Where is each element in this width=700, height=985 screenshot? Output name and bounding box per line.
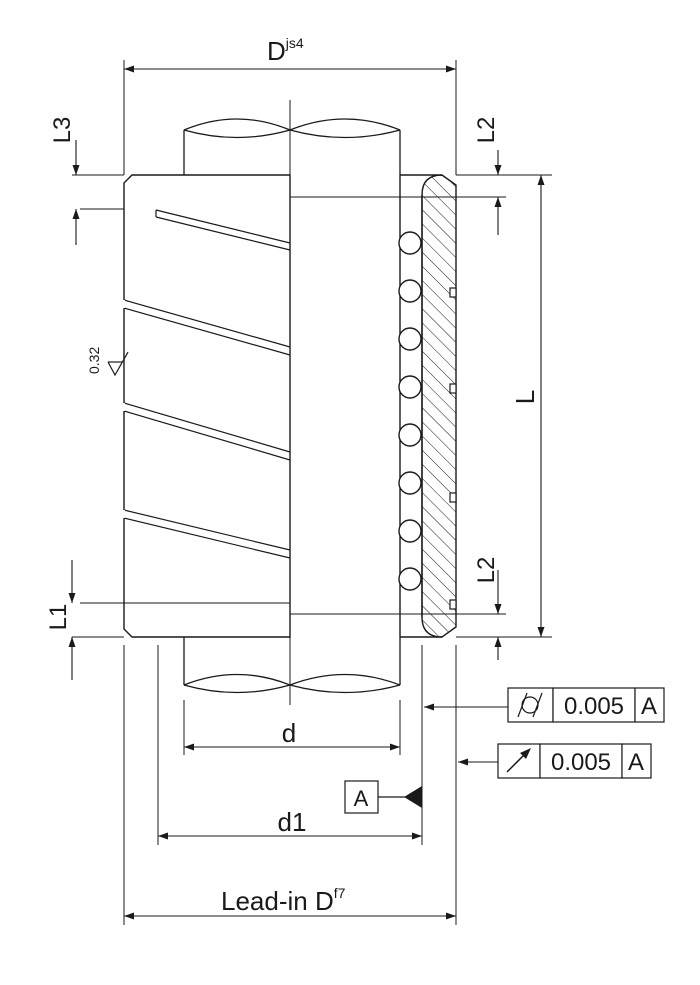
extension-lines bbox=[72, 60, 552, 925]
ball bbox=[398, 231, 422, 255]
datum-feature: A bbox=[344, 780, 422, 814]
tolerance-frame-runout: 0.005 A bbox=[497, 743, 652, 779]
cylindricity-icon bbox=[517, 692, 543, 718]
helical-grooves bbox=[123, 209, 291, 559]
surface-finish-value: 0.32 bbox=[86, 347, 102, 374]
label-d: d bbox=[282, 718, 296, 748]
ball bbox=[398, 423, 422, 447]
datum-triangle-icon bbox=[404, 786, 422, 808]
label-D: Djs4 bbox=[267, 35, 304, 66]
ball bbox=[398, 279, 422, 303]
circular-runout-icon bbox=[506, 748, 531, 773]
label-L1: L1 bbox=[45, 604, 72, 631]
ball bbox=[398, 327, 422, 351]
groove-notches bbox=[449, 287, 457, 610]
label-L2-top: L2 bbox=[473, 117, 500, 144]
dimension-lines bbox=[68, 65, 545, 920]
ball bbox=[398, 567, 422, 591]
label-lead-in: Lead-in Df7 bbox=[221, 885, 346, 916]
ball bbox=[398, 375, 422, 399]
label-d1: d1 bbox=[278, 807, 307, 837]
label-L: L bbox=[510, 390, 540, 404]
bushing-body bbox=[80, 174, 420, 638]
tolerance-datum: A bbox=[641, 693, 657, 720]
ball bbox=[398, 471, 422, 495]
label-L3: L3 bbox=[49, 117, 76, 144]
tolerance-value: 0.005 bbox=[551, 749, 611, 776]
bushing-wall-section bbox=[399, 174, 457, 638]
surface-finish-symbol: 0.32 bbox=[86, 347, 129, 377]
dimension-labels: Djs4 L3 L2 L2 L1 L d d1 Lead-in Df7 bbox=[45, 35, 540, 916]
datum-label: A bbox=[354, 786, 369, 811]
label-L2-bottom: L2 bbox=[473, 557, 500, 584]
ball-row bbox=[398, 231, 422, 591]
tolerance-frame-cylindricity: 0.005 A bbox=[507, 687, 665, 723]
tolerance-datum: A bbox=[628, 749, 644, 776]
ball bbox=[398, 519, 422, 543]
tolerance-value: 0.005 bbox=[564, 693, 624, 720]
